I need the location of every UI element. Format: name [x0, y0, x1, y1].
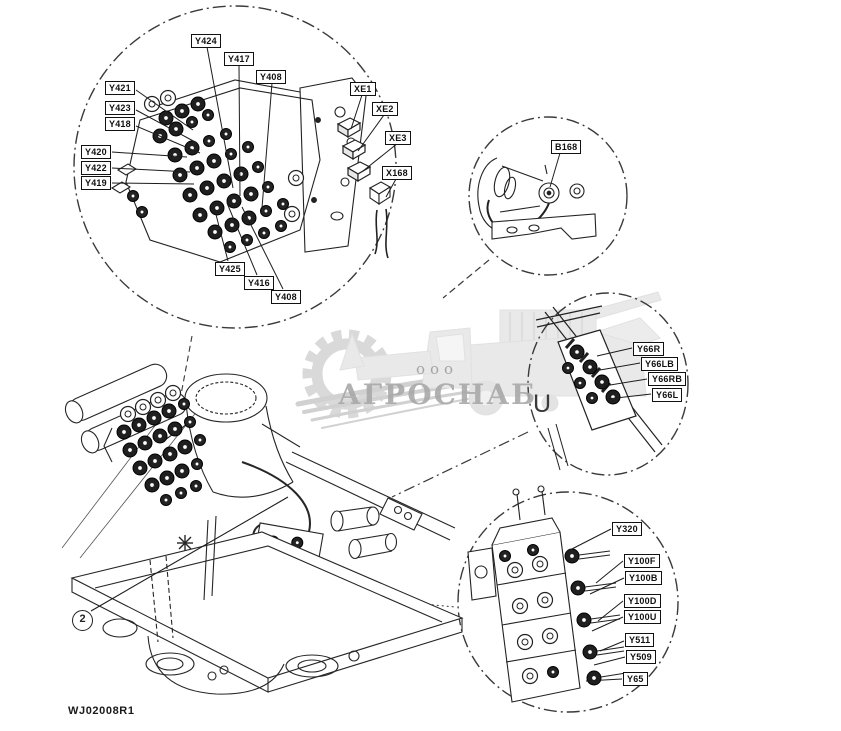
- part-label-y66rb: Y66RB: [648, 372, 687, 387]
- part-label-b168: B168: [551, 140, 582, 155]
- part-label-y423: Y423: [105, 101, 135, 116]
- part-label-xe2: XE2: [372, 102, 398, 117]
- item-2-leader-line: [90, 496, 289, 612]
- figure-code: WJ02008R1: [68, 705, 135, 717]
- part-label-y408-top: Y408: [256, 70, 286, 85]
- pilot-valves-detail-drawing: [535, 305, 663, 471]
- part-label-y419: Y419: [81, 176, 111, 191]
- stray-letter: U: [533, 390, 552, 418]
- part-label-y422: Y422: [81, 161, 111, 176]
- part-label-y425: Y425: [215, 262, 245, 277]
- part-label-y100u: Y100U: [624, 610, 661, 625]
- detail-circle-valve-stack: [457, 491, 679, 713]
- detail-circle-sensor: [468, 116, 628, 276]
- part-label-y66r: Y66R: [633, 342, 665, 357]
- item-number-callout: 2: [72, 610, 93, 631]
- watermark-name-text: АГРОСНАБ: [338, 378, 538, 411]
- manifold-detail-drawing: [110, 77, 392, 263]
- part-label-xe1: XE1: [350, 82, 376, 97]
- sensor-detail-drawing: [477, 152, 597, 240]
- detail-circle-pilot-valves: [527, 292, 689, 476]
- manifold-leader-lines: [111, 46, 399, 290]
- valve-stack-leader-lines: [565, 528, 626, 682]
- part-label-y66lb: Y66LB: [641, 357, 679, 372]
- part-label-y509: Y509: [626, 650, 656, 665]
- part-label-y416: Y416: [244, 276, 274, 291]
- pilot-valves-leader-lines: [596, 347, 652, 400]
- part-label-y424: Y424: [191, 34, 221, 49]
- part-label-y417: Y417: [224, 52, 254, 67]
- valve-stack-detail-drawing: [467, 485, 627, 703]
- part-label-y418: Y418: [105, 117, 135, 132]
- part-label-xe3: XE3: [385, 131, 411, 146]
- watermark-prefix-text: ооо: [416, 360, 459, 378]
- part-label-y100b: Y100B: [625, 571, 662, 586]
- part-label-y511: Y511: [625, 633, 655, 648]
- part-label-y66l: Y66L: [652, 388, 683, 403]
- main-machine-drawing: [61, 363, 464, 695]
- part-label-y100f: Y100F: [624, 554, 660, 569]
- part-label-y408-bottom: Y408: [271, 290, 301, 305]
- part-label-y420: Y420: [81, 145, 111, 160]
- part-label-y320: Y320: [612, 522, 642, 537]
- part-label-x168: X168: [382, 166, 412, 181]
- part-label-y65: Y65: [623, 672, 648, 687]
- part-label-y100d: Y100D: [624, 594, 661, 609]
- part-label-y421: Y421: [105, 81, 135, 96]
